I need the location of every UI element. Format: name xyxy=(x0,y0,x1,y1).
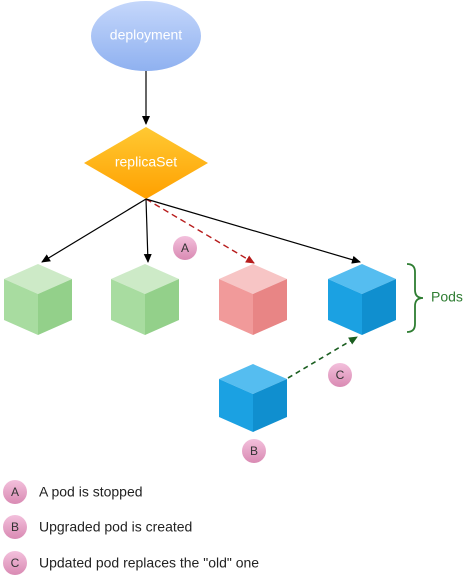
marker-b-letter: B xyxy=(250,444,258,458)
legend-b-text: Upgraded pod is created xyxy=(39,519,192,535)
marker-c: C xyxy=(328,363,352,387)
pod-red-stopped xyxy=(219,264,287,335)
replicaset-node: replicaSet xyxy=(84,127,208,199)
pod-blue-1 xyxy=(328,264,396,335)
replicaset-to-stopped-pod-arrow xyxy=(145,198,255,264)
replicaset-to-pod4-arrow xyxy=(145,198,361,264)
marker-b: B xyxy=(242,439,266,463)
legend-a-text: A pod is stopped xyxy=(39,484,143,500)
legend-item-c: C Updated pod replaces the "old" one xyxy=(3,551,259,575)
pod-green-1 xyxy=(4,264,72,335)
pod-green-2 xyxy=(111,264,179,335)
pods-brace xyxy=(406,263,424,333)
marker-c-letter: C xyxy=(336,368,345,382)
replicaset-to-pod1-arrow xyxy=(41,198,147,263)
upgraded-pod-replace-arrow xyxy=(287,336,358,379)
marker-a: A xyxy=(173,236,197,260)
legend-item-b: B Upgraded pod is created xyxy=(3,515,192,539)
marker-a-letter: A xyxy=(181,241,189,255)
replicaset-to-pod2-arrow xyxy=(143,198,152,263)
legend-c-letter: C xyxy=(11,556,20,570)
replicaset-label: replicaSet xyxy=(115,154,177,170)
legend-a-letter: A xyxy=(11,485,19,499)
legend-c-text: Updated pod replaces the "old" one xyxy=(39,555,259,571)
deployment-label: deployment xyxy=(110,27,182,43)
legend-item-a: A A pod is stopped xyxy=(3,480,143,504)
legend-b-letter: B xyxy=(11,520,19,534)
legend: A A pod is stopped B Upgraded pod is cre… xyxy=(3,480,259,575)
pod-blue-upgraded xyxy=(219,364,287,432)
deployment-node: deployment xyxy=(91,1,201,71)
pods-label: Pods xyxy=(431,289,463,305)
